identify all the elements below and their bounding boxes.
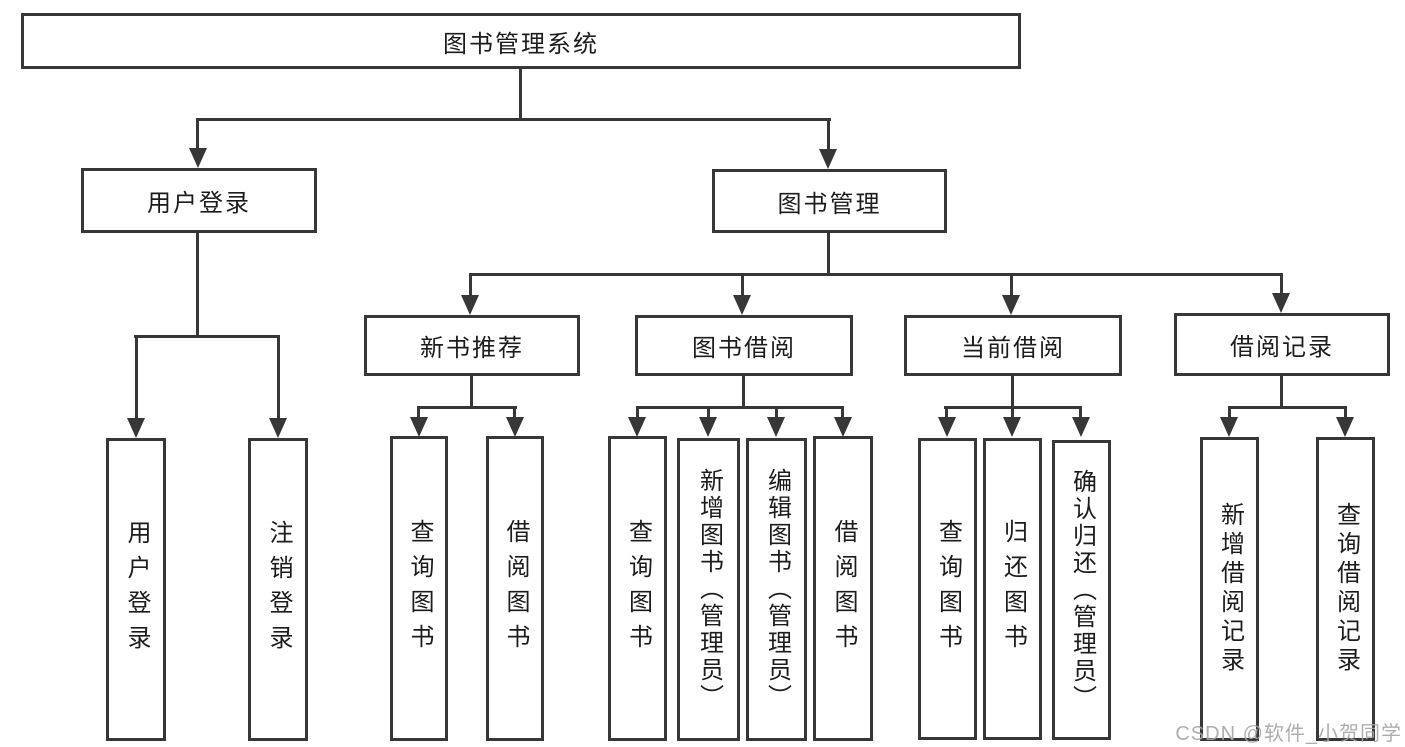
arrow-down-icon [1003, 417, 1021, 437]
leaf-label: 查询图书 [624, 518, 652, 659]
arrow-down-icon [506, 417, 524, 437]
leaf-label: 新增图书（管理员） [695, 468, 723, 711]
node-book-management: 图书管理 [712, 169, 947, 233]
connector-line [196, 118, 199, 151]
arrow-down-icon [733, 295, 751, 315]
arrow-down-icon [127, 418, 145, 438]
connector-line [197, 118, 831, 121]
connector-line [827, 231, 830, 276]
arrow-down-icon [1220, 417, 1238, 437]
connector-line [1011, 374, 1014, 409]
node-user-login: 用户登录 [81, 168, 317, 233]
connector-line [519, 69, 522, 121]
leaf-add-book-admin: 新增图书（管理员） [677, 438, 740, 741]
arrow-down-icon [1336, 417, 1354, 437]
connector-line [469, 273, 1283, 276]
leaf-label: 确认归还（管理员） [1068, 468, 1096, 712]
watermark: CSDN @软件_小贺同学 [1175, 723, 1402, 745]
connector-line [417, 406, 420, 421]
leaf-query-book-recommend: 查询图书 [390, 436, 448, 741]
leaf-edit-book-admin: 编辑图书（管理员） [746, 438, 807, 741]
leaf-borrow-book-borrow: 借阅图书 [813, 436, 873, 741]
connector-line [1344, 406, 1347, 421]
leaf-label: 查询图书 [406, 518, 433, 659]
connector-line [841, 406, 844, 421]
arrow-down-icon [461, 295, 479, 315]
leaf-return-book: 归还图书 [983, 438, 1042, 740]
leaf-label: 借阅图书 [502, 518, 529, 659]
connector-line [636, 406, 639, 421]
arrow-down-icon [1072, 417, 1090, 437]
arrow-down-icon [699, 417, 717, 437]
connector-line [1280, 273, 1283, 297]
node-current-borrow: 当前借阅 [904, 315, 1122, 376]
arrow-down-icon [819, 149, 837, 169]
node-root: 图书管理系统 [21, 13, 1021, 69]
leaf-user-login: 用户登录 [106, 438, 166, 741]
arrow-down-icon [1272, 293, 1290, 313]
leaf-label: 注销登录 [265, 519, 292, 660]
connector-line [134, 335, 280, 338]
leaf-label: 借阅图书 [830, 518, 857, 659]
arrow-down-icon [767, 417, 785, 437]
leaf-label: 查询借阅记录 [1332, 502, 1360, 676]
leaf-label: 编辑图书（管理员） [763, 468, 791, 711]
leaf-label: 查询图书 [934, 519, 962, 659]
connector-line [636, 406, 844, 409]
node-new-book-recommend: 新书推荐 [364, 315, 580, 376]
arrow-down-icon [938, 417, 956, 437]
connector-line [945, 406, 948, 421]
leaf-query-book-current: 查询图书 [918, 438, 977, 740]
connector-line [470, 374, 473, 409]
node-book-borrow: 图书借阅 [635, 315, 853, 376]
leaf-label: 归还图书 [999, 519, 1027, 659]
connector-line [742, 374, 745, 409]
leaf-add-borrow-record: 新增借阅记录 [1200, 437, 1259, 741]
leaf-query-borrow-record: 查询借阅记录 [1316, 437, 1375, 741]
connector-line [418, 406, 517, 409]
connector-line [1228, 406, 1231, 421]
connector-line [513, 406, 516, 421]
connector-line [1079, 406, 1082, 421]
connector-line [469, 273, 472, 299]
leaf-logout: 注销登录 [248, 438, 308, 741]
arrow-down-icon [410, 417, 428, 437]
arrow-down-icon [1002, 295, 1020, 315]
arrow-down-icon [628, 417, 646, 437]
connector-line [196, 231, 199, 337]
connector-line [741, 273, 744, 299]
leaf-query-book-borrow: 查询图书 [608, 436, 667, 741]
connector-line [1011, 406, 1014, 421]
connector-line [707, 406, 710, 421]
connector-line [135, 335, 138, 420]
leaf-label: 新增借阅记录 [1216, 502, 1244, 676]
connector-line [827, 118, 830, 152]
arrow-down-icon [834, 417, 852, 437]
arrow-down-icon [189, 148, 207, 168]
node-borrow-records: 借阅记录 [1174, 313, 1390, 376]
connector-line [1010, 273, 1013, 299]
leaf-borrow-book-recommend: 借阅图书 [486, 436, 544, 741]
connector-line [277, 335, 280, 420]
arrow-down-icon [269, 418, 287, 438]
leaf-label: 用户登录 [123, 519, 150, 660]
connector-line [1228, 406, 1347, 409]
connector-line [775, 406, 778, 421]
connector-line [1280, 374, 1283, 409]
leaf-confirm-return-admin: 确认归还（管理员） [1052, 440, 1111, 740]
